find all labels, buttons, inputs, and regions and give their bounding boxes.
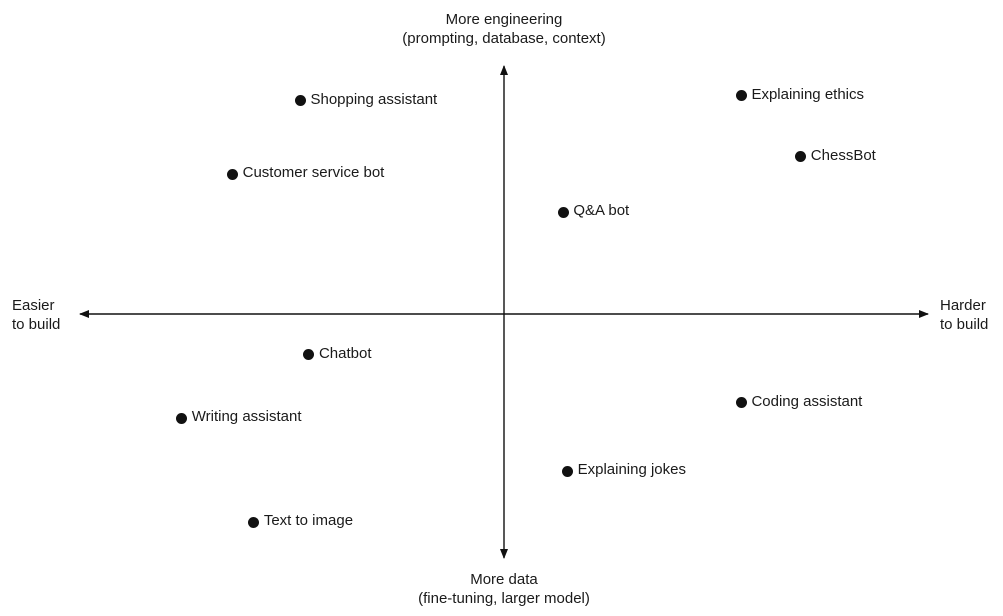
point-label: Chatbot bbox=[318, 344, 372, 362]
point-marker bbox=[176, 412, 188, 424]
point-label: Customer service bot bbox=[242, 164, 385, 182]
point-marker bbox=[557, 206, 569, 218]
point-marker bbox=[795, 151, 807, 163]
top-axis-label-line2: (prompting, database, context) bbox=[402, 30, 606, 47]
point-marker bbox=[248, 516, 260, 528]
bottom-axis-label-line1: More data bbox=[470, 571, 538, 588]
point-marker bbox=[735, 90, 747, 102]
point-label: Explaining jokes bbox=[577, 461, 686, 479]
point-label: Text to image bbox=[263, 512, 354, 530]
point-label: Explaining ethics bbox=[751, 85, 865, 103]
top-axis-label-line1: More engineering bbox=[445, 11, 563, 28]
point-label: ChessBot bbox=[810, 146, 876, 164]
right-axis-label: Harder to build bbox=[940, 296, 988, 334]
left-axis-label: Easier to build bbox=[12, 296, 60, 334]
right-axis-label-line1: Harder bbox=[940, 297, 986, 314]
bottom-axis-label-line2: (fine-tuning, larger model) bbox=[418, 590, 590, 607]
left-axis-label-line2: to build bbox=[12, 316, 61, 333]
point-marker bbox=[227, 168, 239, 180]
point-label: Writing assistant bbox=[191, 408, 302, 426]
point-marker bbox=[294, 95, 306, 107]
point-label: Shopping assistant bbox=[310, 90, 438, 108]
point-marker bbox=[735, 397, 747, 409]
point-marker bbox=[562, 465, 574, 477]
right-axis-label-line2: to build bbox=[940, 316, 989, 333]
left-axis-label-line1: Easier bbox=[12, 297, 55, 314]
point-label: Coding assistant bbox=[751, 392, 863, 410]
top-axis-label: More engineering (prompting, database, c… bbox=[402, 10, 605, 48]
point-label: Q&A bot bbox=[573, 202, 630, 220]
bottom-axis-label: More data (fine-tuning, larger model) bbox=[418, 570, 590, 608]
point-marker bbox=[303, 349, 315, 361]
